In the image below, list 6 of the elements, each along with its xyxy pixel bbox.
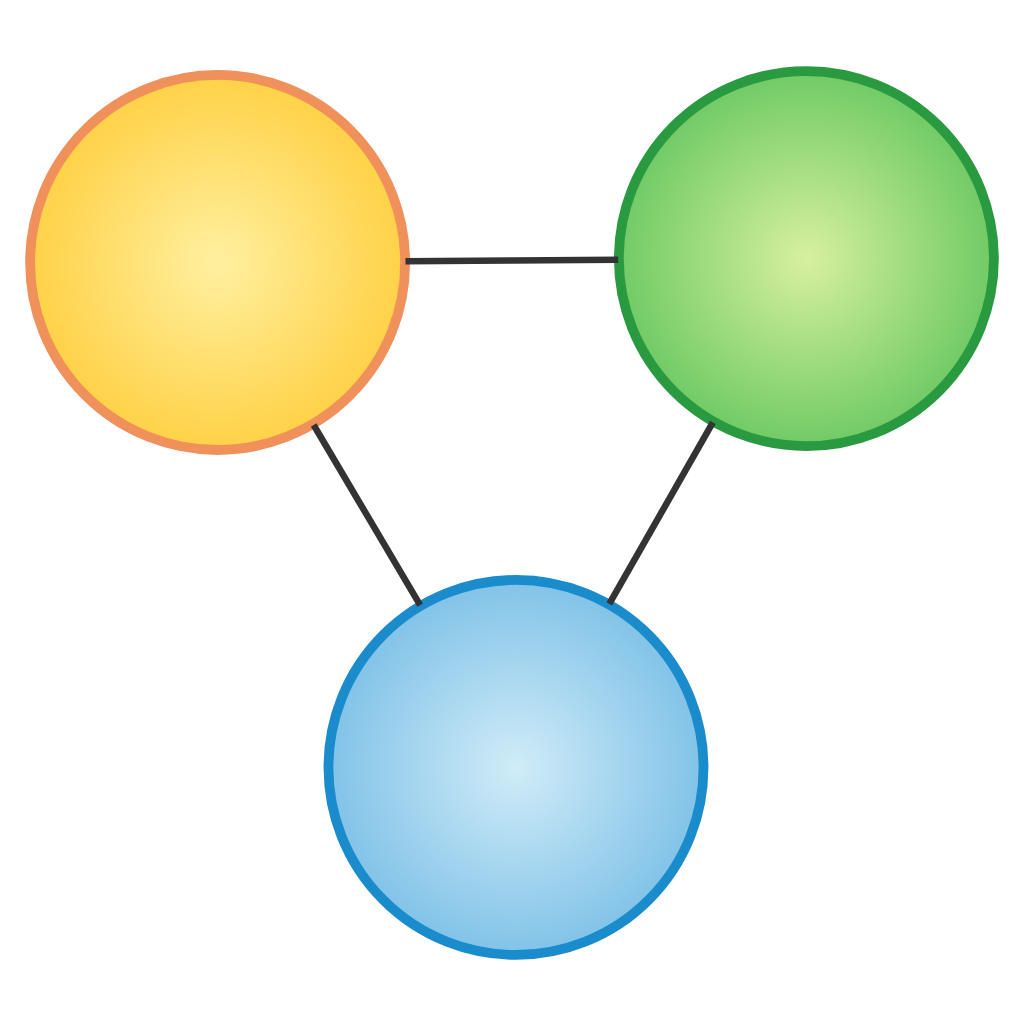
node-circle <box>25 69 411 454</box>
node-circle <box>613 65 999 450</box>
connector <box>405 255 619 264</box>
node-circle <box>323 574 709 959</box>
connector <box>310 422 423 606</box>
connector <box>606 419 716 605</box>
